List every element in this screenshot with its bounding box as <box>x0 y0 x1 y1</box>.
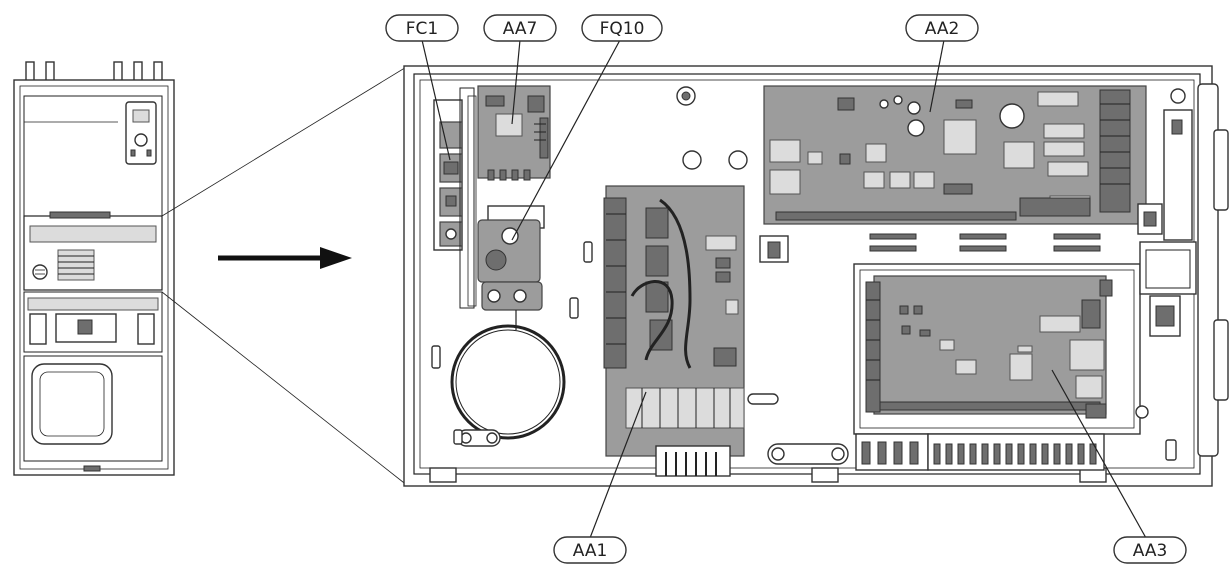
board-aa1 <box>603 185 745 457</box>
board-aa2 <box>763 85 1147 225</box>
component-fq10 <box>477 205 545 330</box>
vent-grille <box>57 249 95 281</box>
zoom-guide-bottom <box>161 291 409 487</box>
callout-aa3: AA3 <box>1113 536 1187 564</box>
right-arrow-icon <box>218 247 352 269</box>
callout-aa1: AA1 <box>553 536 627 564</box>
callout-fq10: FQ10 <box>581 14 663 42</box>
callout-aa1-label: AA1 <box>573 541 608 561</box>
callout-aa3-label: AA3 <box>1133 541 1168 561</box>
callout-fc1-label: FC1 <box>406 19 438 39</box>
callout-aa7-label: AA7 <box>503 19 538 39</box>
callout-aa7: AA7 <box>483 14 557 42</box>
unit-overview <box>13 61 175 476</box>
callout-aa2: AA2 <box>905 14 979 42</box>
electrical-box <box>403 65 1229 487</box>
callout-fq10-label: FQ10 <box>600 19 645 39</box>
callout-fc1: FC1 <box>385 14 459 42</box>
zoom-guide-top <box>161 65 409 217</box>
callout-aa2-label: AA2 <box>925 19 960 39</box>
board-aa3 <box>853 263 1141 435</box>
